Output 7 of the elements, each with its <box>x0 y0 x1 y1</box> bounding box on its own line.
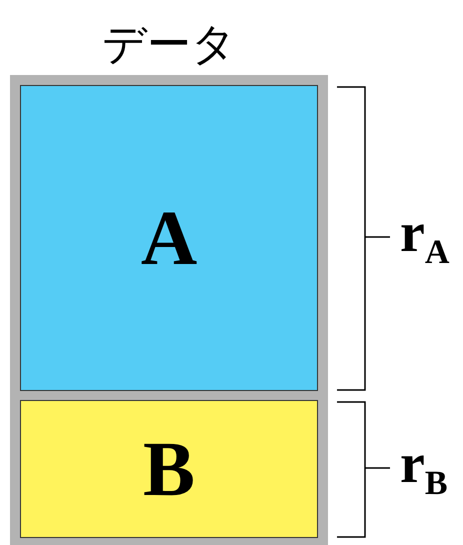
section-box <box>20 85 318 391</box>
section-box <box>20 400 318 538</box>
section-letter: A <box>140 199 198 277</box>
size-label: r$_{B}$ <box>400 436 448 500</box>
heading: データ <box>102 18 236 72</box>
size-label: r$_{A}$ <box>400 204 450 270</box>
section-letter: B <box>142 430 196 508</box>
